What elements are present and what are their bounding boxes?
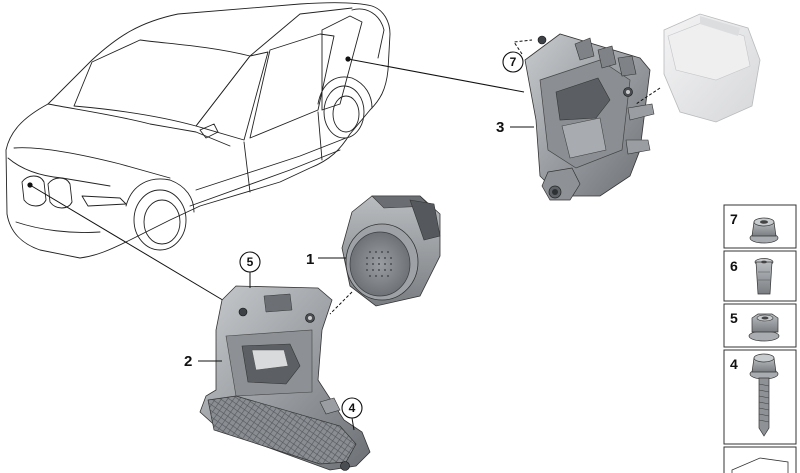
vehicle-outline <box>5 2 391 259</box>
callout-5-label: 5 <box>247 255 254 269</box>
hex-bolt-icon <box>749 353 779 437</box>
rear-bracket-part-3 <box>524 33 655 201</box>
legend-num-6: 6 <box>730 258 738 274</box>
flange-nut-icon <box>749 217 779 244</box>
front-bracket-part-2 <box>199 285 371 471</box>
rivet-nut-icon <box>754 258 774 295</box>
callout-5: 5 <box>239 251 261 288</box>
callout-7-top: 7 <box>502 39 533 73</box>
callout-4: 4 <box>341 397 363 431</box>
ghost-sound-generator <box>663 13 761 123</box>
label-3: 3 <box>496 119 504 136</box>
legend-num-5: 5 <box>730 310 738 326</box>
hex-nut-icon <box>748 313 780 342</box>
leader-rear <box>347 58 525 93</box>
sound-generator-part-1 <box>341 195 441 307</box>
legend-num-7: 7 <box>730 211 738 227</box>
leader-front <box>29 184 227 303</box>
wedge-icon <box>731 457 789 473</box>
label-1: 1 <box>306 251 314 268</box>
callout-7-label: 7 <box>510 55 517 69</box>
legend-num-4: 4 <box>730 356 738 372</box>
fastener-legend: 7 6 5 4 <box>723 204 797 473</box>
dash-generator-to-bracket <box>329 291 353 315</box>
callout-4-label: 4 <box>349 401 356 415</box>
label-2: 2 <box>184 353 192 370</box>
